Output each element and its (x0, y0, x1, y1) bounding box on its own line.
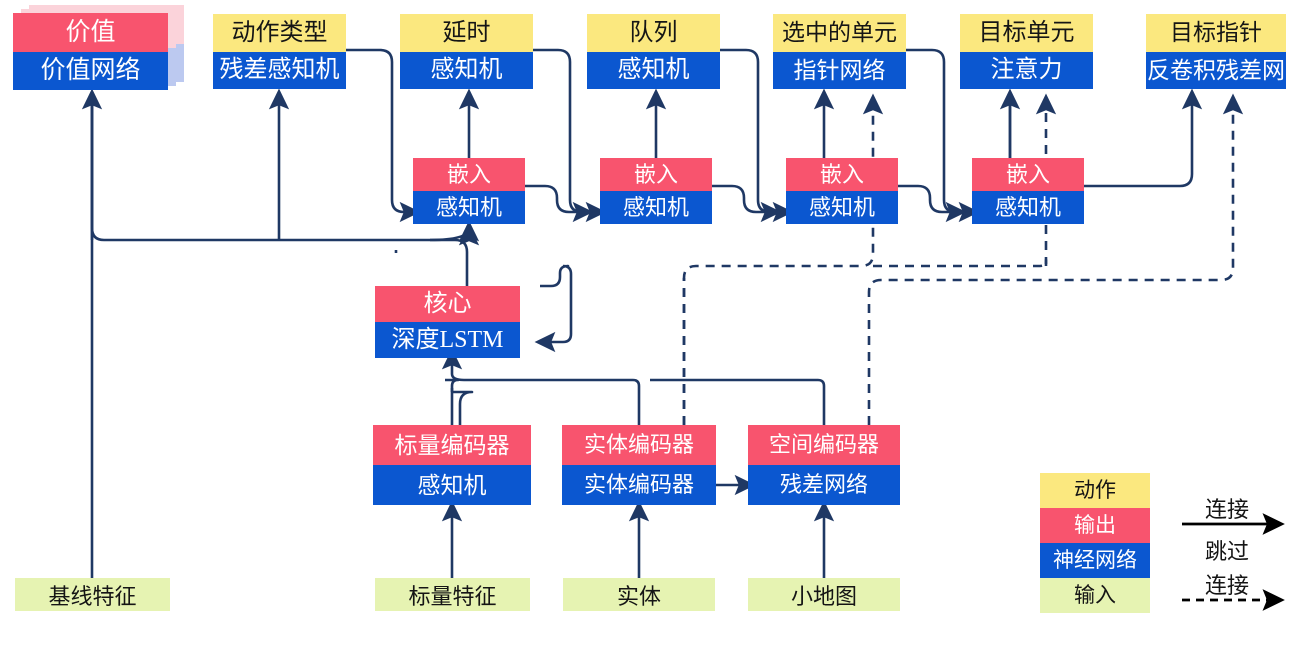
node-queue[interactable]: 队列 感知机 (587, 14, 720, 89)
node-spatial-encoder-output-label: 空间编码器 (748, 425, 900, 465)
node-delay-network-label: 感知机 (400, 51, 533, 89)
node-queue-network-label: 感知机 (587, 51, 720, 89)
node-core[interactable]: 核心 深度LSTM (375, 286, 520, 358)
node-queue-action-label: 队列 (587, 14, 720, 52)
node-value-action-label: 价值 (13, 13, 168, 52)
node-target-point-network-label: 反卷积残差网 (1146, 51, 1286, 89)
node-scalar-encoder-output-label: 标量编码器 (373, 425, 531, 465)
node-action-type[interactable]: 动作类型 残差感知机 (213, 14, 346, 89)
node-input-entities[interactable]: 实体 (563, 578, 715, 611)
node-embed-selected-units-network-label: 感知机 (786, 191, 898, 224)
node-selected-units-network-label: 指针网络 (773, 51, 906, 89)
legend-swatch-output: 输出 (1040, 508, 1150, 543)
legend-color-key: 动作 输出 神经网络 输入 (1040, 473, 1150, 613)
legend-swatch-input: 输入 (1040, 578, 1150, 613)
node-spatial-encoder-network-label: 残差网络 (748, 465, 900, 505)
node-action-type-action-label: 动作类型 (213, 14, 346, 52)
node-entity-encoder-output-label: 实体编码器 (562, 425, 716, 465)
node-value[interactable]: 价值 价值网络 (13, 13, 168, 90)
node-input-scalar-features[interactable]: 标量特征 (375, 578, 530, 611)
node-target-unit-action-label: 目标单元 (960, 14, 1093, 52)
node-core-output-label: 核心 (375, 286, 520, 322)
node-input-minimap[interactable]: 小地图 (748, 578, 900, 611)
node-entity-encoder[interactable]: 实体编码器 实体编码器 (562, 425, 716, 505)
node-delay[interactable]: 延时 感知机 (400, 14, 533, 89)
node-embed-delay[interactable]: 嵌入 感知机 (413, 158, 525, 224)
legend-swatch-network: 神经网络 (1040, 543, 1150, 578)
node-embed-queue[interactable]: 嵌入 感知机 (600, 158, 712, 224)
legend-swatch-action: 动作 (1040, 473, 1150, 508)
node-input-baseline-features[interactable]: 基线特征 (15, 578, 170, 611)
node-target-point-action-label: 目标指针 (1146, 14, 1286, 52)
node-target-point[interactable]: 目标指针 反卷积残差网 (1146, 14, 1286, 89)
node-spatial-encoder[interactable]: 空间编码器 残差网络 (748, 425, 900, 505)
node-entity-encoder-network-label: 实体编码器 (562, 465, 716, 505)
node-embed-target-unit-output-label: 嵌入 (972, 158, 1084, 191)
node-embed-selected-units[interactable]: 嵌入 感知机 (786, 158, 898, 224)
node-embed-target-unit-network-label: 感知机 (972, 191, 1084, 224)
node-embed-delay-output-label: 嵌入 (413, 158, 525, 191)
node-value-network-label: 价值网络 (13, 51, 168, 90)
node-scalar-encoder-network-label: 感知机 (373, 465, 531, 505)
node-embed-target-unit[interactable]: 嵌入 感知机 (972, 158, 1084, 224)
legend-skip-connection-label-line2: 连接 (1204, 573, 1249, 598)
node-delay-action-label: 延时 (400, 14, 533, 52)
node-action-type-network-label: 残差感知机 (213, 51, 346, 89)
node-embed-queue-output-label: 嵌入 (600, 158, 712, 191)
node-target-unit-network-label: 注意力 (960, 51, 1093, 89)
node-selected-units[interactable]: 选中的单元 指针网络 (773, 14, 906, 89)
node-embed-delay-network-label: 感知机 (413, 191, 525, 224)
node-target-unit[interactable]: 目标单元 注意力 (960, 14, 1093, 89)
legend-skip-connection-label-line1: 跳过 (1204, 539, 1249, 564)
legend-connection-label: 连接 (1204, 497, 1249, 522)
node-core-network-label: 深度LSTM (375, 322, 520, 358)
node-selected-units-action-label: 选中的单元 (773, 14, 906, 52)
node-scalar-encoder[interactable]: 标量编码器 感知机 (373, 425, 531, 505)
node-embed-selected-units-output-label: 嵌入 (786, 158, 898, 191)
node-embed-queue-network-label: 感知机 (600, 191, 712, 224)
